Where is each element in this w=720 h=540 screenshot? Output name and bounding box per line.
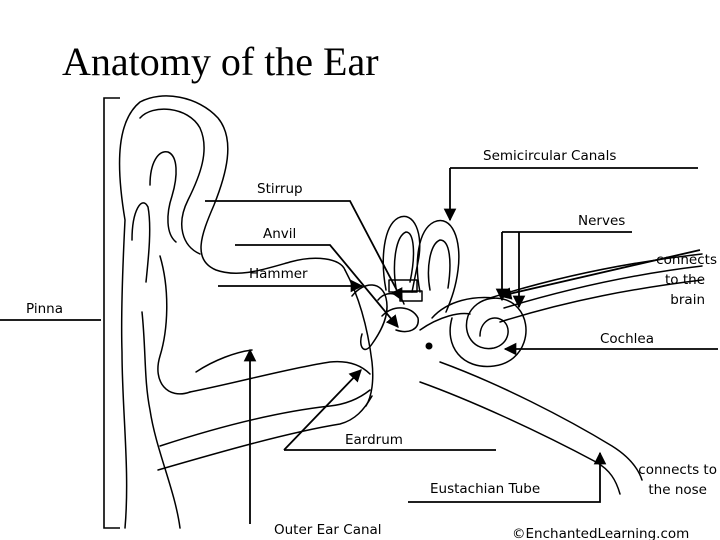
label-connects-brain-line1: connects [656, 252, 717, 268]
pinna-bracket [103, 97, 120, 529]
cochlea-drawing [425, 297, 527, 368]
label-anvil: Anvil [263, 226, 296, 242]
label-nerves: Nerves [578, 213, 625, 229]
label-outer-ear-canal: Outer Ear Canal [274, 522, 382, 538]
label-stirrup: Stirrup [257, 181, 303, 197]
ear-canal-drawing [157, 269, 374, 471]
label-cochlea: Cochlea [600, 331, 654, 347]
label-pinna: Pinna [26, 301, 63, 317]
label-connects-brain-line3: brain [670, 292, 705, 308]
label-eardrum: Eardrum [345, 432, 403, 448]
eustachian-tube-drawing [419, 361, 643, 495]
semicircular-canals-drawing [382, 215, 495, 331]
credit-text: ©EnchantedLearning.com [512, 526, 689, 540]
label-hammer: Hammer [249, 266, 308, 282]
label-connects-nose-line2: the nose [648, 482, 707, 498]
label-connects-nose-line1: connects to [638, 462, 717, 478]
label-semicircular-canals: Semicircular Canals [483, 148, 616, 164]
outer-ear-drawing [118, 95, 346, 529]
label-pointers [0, 167, 718, 524]
slide-title: Anatomy of the Ear [62, 39, 379, 84]
label-eustachian-tube: Eustachian Tube [430, 481, 540, 497]
auditory-nerve-drawing [489, 253, 703, 323]
label-connects-brain-line2: to the [665, 272, 705, 288]
